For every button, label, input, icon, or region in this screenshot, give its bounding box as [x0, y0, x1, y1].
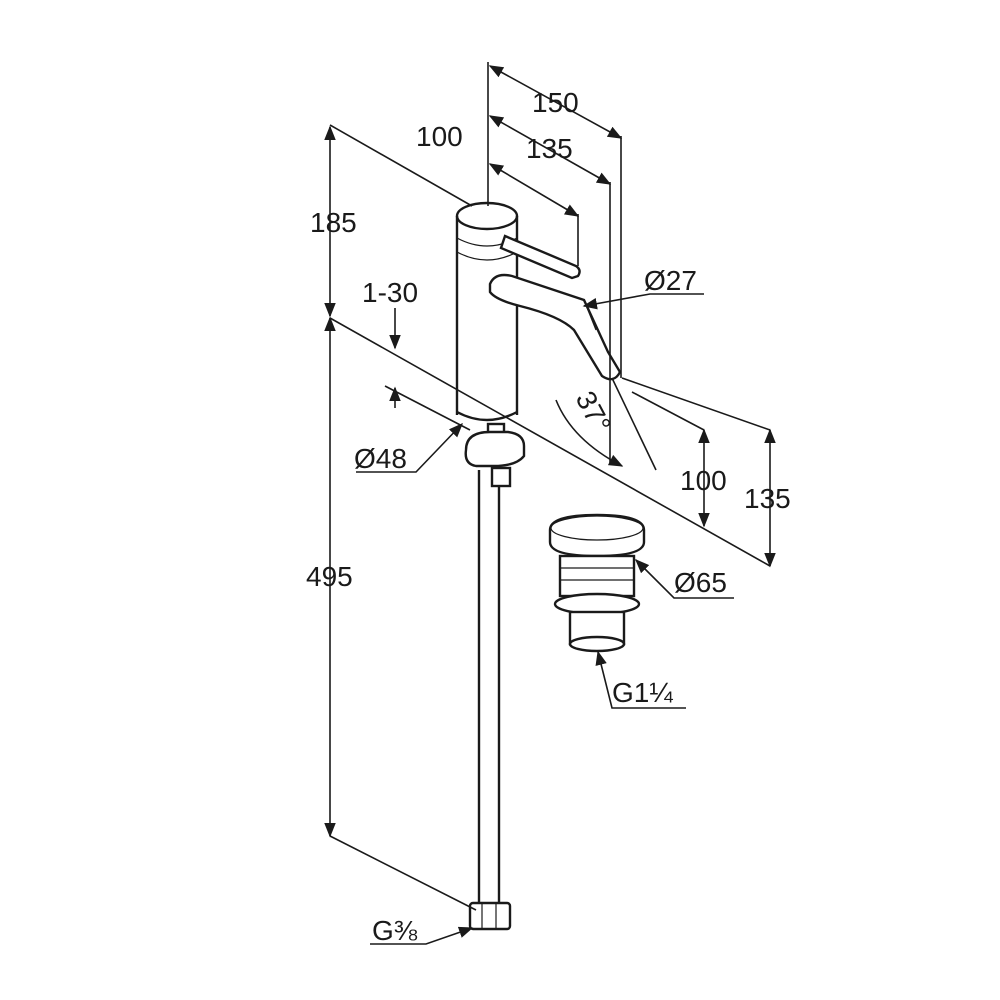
supply-assembly [464, 422, 526, 931]
label-dia-27: Ø27 [644, 265, 697, 296]
label-135-right: 135 [744, 483, 791, 514]
label-495: 495 [306, 561, 353, 592]
faucet-spout [488, 273, 622, 381]
countertop-line [329, 317, 771, 567]
dimension-labels: 150 100 135 185 1-30 Ø27 37° Ø48 100 135… [306, 87, 791, 946]
ext-line-top-185 [329, 124, 473, 207]
waste-spring-body [558, 554, 636, 598]
label-185: 185 [310, 207, 357, 238]
waste-valve [548, 513, 646, 653]
faucet-body-band-2 [456, 251, 518, 261]
fixing-bracket [464, 430, 526, 468]
dim-line-100-top [488, 163, 580, 217]
faucet-top-cap [455, 201, 519, 231]
waste-cap-top [550, 515, 644, 541]
waste-bottom [568, 635, 626, 653]
label-100-top: 100 [416, 121, 463, 152]
label-g38: G⅜ [372, 915, 418, 946]
faucet-body-bottom [456, 410, 518, 422]
countertop-spout-line-2 [631, 391, 705, 431]
leader-dia-65 [634, 558, 734, 599]
dim-line-135-top [488, 115, 612, 185]
label-dia-65: Ø65 [674, 567, 727, 598]
dimension-lines [324, 62, 776, 945]
label-150: 150 [532, 87, 579, 118]
waste-cap [548, 513, 646, 558]
faucet-lever [499, 234, 581, 280]
ext-line-bottom-495 [329, 835, 477, 911]
angle-leg-37 [611, 377, 657, 471]
leader-dia-27 [582, 293, 704, 310]
ext-line-1-30 [384, 385, 471, 431]
leader-g114 [595, 650, 686, 709]
hose-nut-top [490, 466, 512, 488]
label-135-top: 135 [526, 133, 573, 164]
label-100-right: 100 [680, 465, 727, 496]
label-1-30: 1-30 [362, 277, 418, 308]
angle-arc-37 [555, 399, 624, 467]
label-g114: G1¼ [612, 677, 673, 708]
hose-end-fitting [468, 901, 512, 931]
leader-dia-48 [356, 422, 463, 473]
leader-g38 [370, 926, 474, 945]
label-dia-48: Ø48 [354, 443, 407, 474]
countertop-spout-line [621, 377, 771, 431]
